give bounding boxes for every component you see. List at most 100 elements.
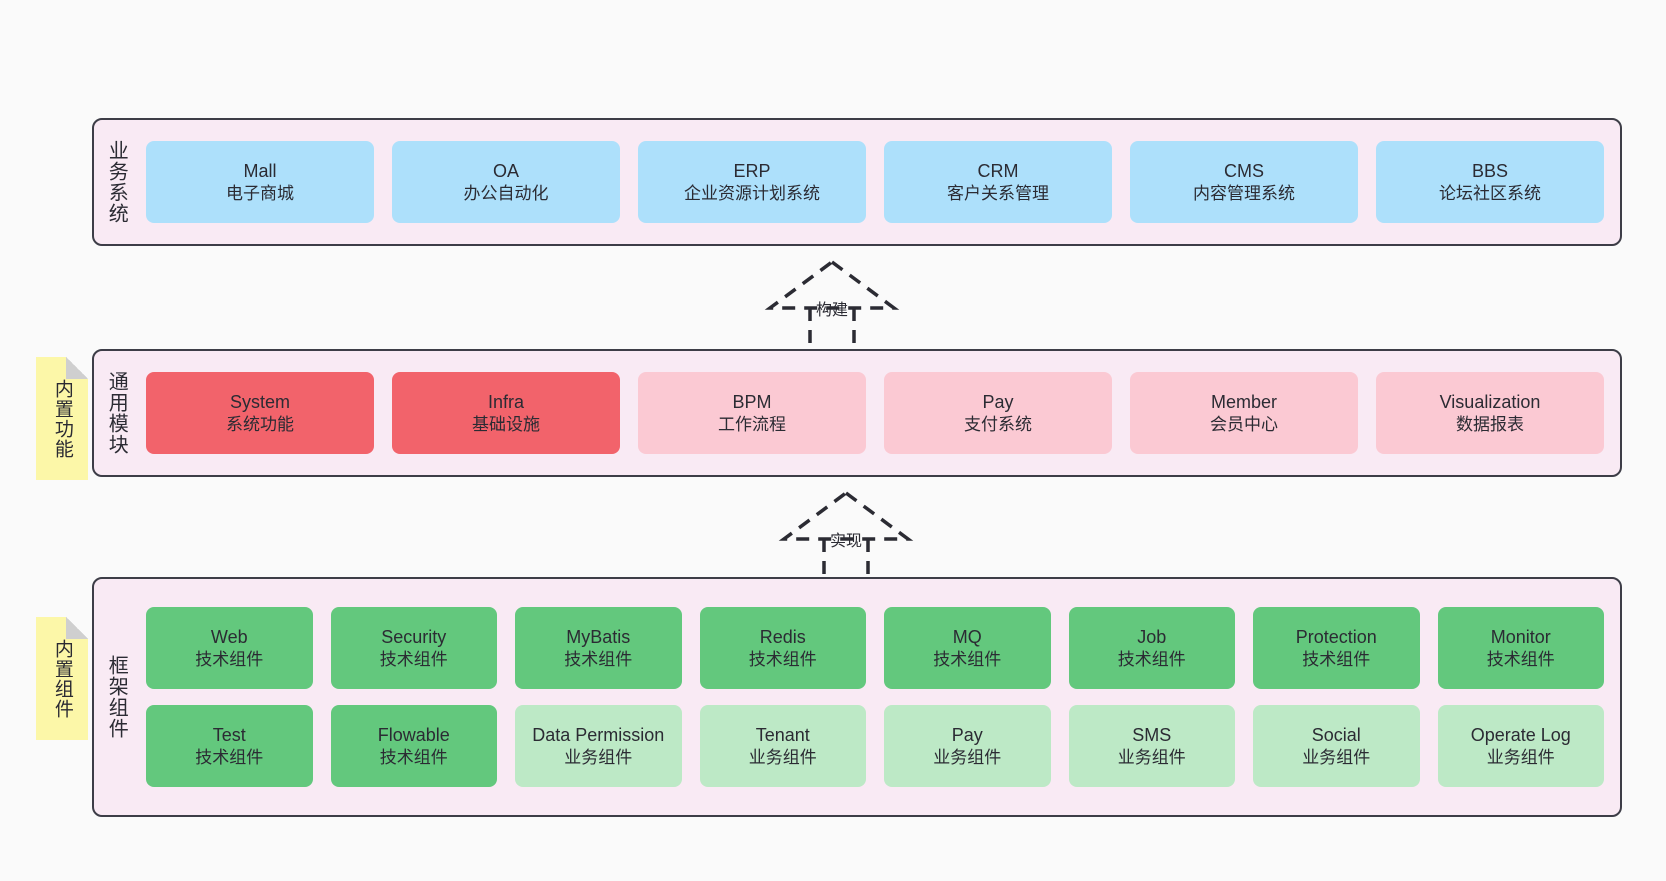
component-card-desc: 业务组件 — [1117, 747, 1186, 767]
component-card-desc: 技术组件 — [748, 649, 817, 669]
component-card-desc: 技术组件 — [1486, 649, 1555, 669]
component-card-desc: 会员中心 — [1210, 414, 1278, 434]
component-card-name: Monitor — [1490, 626, 1551, 647]
component-card-name: Pay — [982, 391, 1014, 412]
note-builtin-components-label: 内置组件 — [51, 638, 73, 719]
component-card-desc: 内容管理系统 — [1193, 183, 1295, 203]
component-card-desc: 业务组件 — [933, 747, 1002, 767]
realization-arrow-icon — [778, 490, 914, 581]
component-card-name: Social — [1311, 724, 1361, 745]
component-card-name: Tenant — [755, 724, 810, 745]
component-card-name: Test — [212, 724, 246, 745]
note-builtin-components: 内置组件 — [36, 617, 88, 740]
component-card-desc: 工作流程 — [718, 414, 786, 434]
component-card-desc: 技术组件 — [379, 747, 448, 767]
component-card-name: MQ — [952, 626, 982, 647]
component-card-name: Security — [381, 626, 447, 647]
component-card-desc: 办公自动化 — [463, 183, 549, 203]
component-card-desc: 技术组件 — [195, 649, 264, 669]
component-card-name: Redis — [759, 626, 806, 647]
note-builtin-functions-label: 内置功能 — [51, 378, 73, 459]
component-card-name: Infra — [487, 391, 525, 412]
component-card-desc: 客户关系管理 — [947, 183, 1049, 203]
component-card-desc: 技术组件 — [933, 649, 1002, 669]
component-card-name: ERP — [733, 160, 771, 181]
layer-business-system-title: 业务系统 — [105, 140, 128, 224]
component-card-name: Member — [1210, 391, 1277, 412]
component-card-name: MyBatis — [566, 626, 631, 647]
component-card-name: Pay — [951, 724, 983, 745]
component-card-desc: 业务组件 — [564, 747, 633, 767]
connector-build-label: 构建 — [815, 302, 849, 319]
component-card-name: OA — [492, 160, 519, 181]
component-card-name: Protection — [1295, 626, 1377, 647]
layer-framework-components-title: 框架组件 — [105, 655, 128, 739]
component-card-desc: 技术组件 — [195, 747, 264, 767]
connector-implement: 实现 — [772, 489, 920, 581]
component-card-desc: 技术组件 — [379, 649, 448, 669]
component-card-desc: 企业资源计划系统 — [684, 183, 820, 203]
component-card-desc: 论坛社区系统 — [1439, 183, 1541, 203]
connector-implement-label: 实现 — [829, 533, 863, 550]
component-card-desc: 技术组件 — [1302, 649, 1371, 669]
component-card-desc: 业务组件 — [1302, 747, 1371, 767]
component-card-name: System — [229, 391, 290, 412]
component-card-desc: 电子商城 — [226, 183, 294, 203]
component-card-name: Web — [210, 626, 248, 647]
component-card-name: Flowable — [377, 724, 450, 745]
note-builtin-functions: 内置功能 — [36, 357, 88, 480]
layer-common-modules-title: 通用模块 — [105, 371, 128, 455]
component-card-desc: 支付系统 — [964, 414, 1032, 434]
component-card-desc: 业务组件 — [748, 747, 817, 767]
component-card-desc: 业务组件 — [1486, 747, 1555, 767]
component-card-name: Data Permission — [532, 724, 665, 745]
component-card-name: CRM — [977, 160, 1019, 181]
realization-arrow-icon — [764, 259, 900, 350]
component-card-name: Mall — [243, 160, 277, 181]
component-card-name: BBS — [1471, 160, 1509, 181]
component-card-desc: 技术组件 — [564, 649, 633, 669]
component-card-desc: 系统功能 — [226, 414, 294, 434]
connector-build: 构建 — [758, 258, 906, 350]
component-card-name: BPM — [732, 391, 772, 412]
